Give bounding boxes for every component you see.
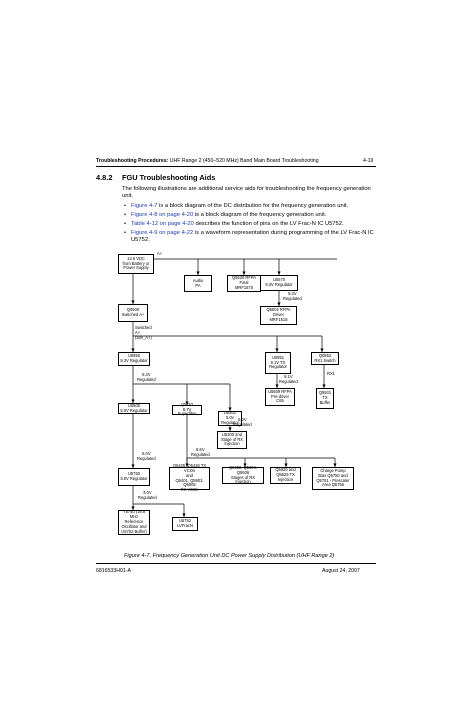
charge-pump-box: Charge Pump Bias Q5750 and Q5751 - Presc… (312, 467, 354, 490)
u0505-regulator-box: U0505 5.0V Regulator (118, 403, 150, 414)
regulated-5-0v-label: 5.0V Regulated (233, 417, 252, 427)
q5502-rfpa-driver-box: Q5502 RFPA Driver MRF1518 (260, 306, 297, 325)
q5501-tx-buffer-box: Q5501 TX Buffer (316, 388, 334, 409)
u5752-lvfracn-box: U5752 LVFracN (172, 517, 198, 531)
regulated-3-0v-label: 3.0V Regulated (138, 490, 157, 500)
regulated-8-6v-label: 8.6V Regulated (191, 447, 210, 457)
figure-caption: Figure 4-7. Frequency Generation Unit DC… (124, 553, 335, 559)
header-title-bold: Troubleshooting Procedures: (96, 158, 169, 164)
figure-link[interactable]: Figure 4-7 (131, 203, 158, 209)
vco-block-box: Q5425, Q5426 TX VCOs and Q5401, Q5903, Q… (169, 463, 210, 492)
u5301-regulator-box: U5301 5.0v Regulator (218, 410, 242, 426)
u5750-regulator-box: U5750 3.0V Regulator (118, 468, 150, 486)
bullet-item: •Figure 4-7 is a block diagram of the DC… (124, 203, 349, 209)
section-number: 4.8.2 (96, 173, 113, 182)
q5620-tx-injection-box: Q5620 and Q5629 TX Injection (270, 467, 301, 484)
section-intro: The following illustrations are addition… (122, 186, 371, 200)
diagram-connectors (131, 258, 337, 517)
u0950-regulator-box: U0950 9.3V Regulator (118, 352, 150, 366)
header-title-rest: UHF Range 2 (450–520 MHz) Band Main Boar… (168, 158, 319, 164)
rx1-label: RX1 (327, 371, 335, 376)
u0951-tx-regulator-box: U0951 9.1V TX Regulator (265, 352, 291, 374)
u5509-predriver-box: U5509 RFPA Pre-driver C65 (265, 388, 295, 406)
regulated-9-3v-label: 9.3V Regulated (283, 291, 302, 301)
q5602-rx-injection-box: Q5602, Q5604, Q5606 Stages of RX Injecti… (222, 465, 264, 484)
switched-a-plus-label: Switched A+ (SW_A+) (135, 325, 152, 340)
page-header: Troubleshooting Procedures: UHF Range 2 … (96, 158, 376, 164)
section-title: FGU Troubleshooting Aids (122, 173, 216, 182)
y5750-oscillator-box: Y5750 (16.8 MHz Reference Oscillator and… (118, 509, 150, 535)
bullet-item: •Figure 4-9 on page 4-22 is a waveform r… (124, 230, 374, 244)
footer-rule (96, 563, 376, 564)
regulated-5-0v-label: 5.0V Regulated (137, 451, 156, 461)
q0952-rx1-switch-box: Q0952 RX1 Switch (311, 352, 339, 365)
footer-doc-number: 6816533H01-A (96, 568, 131, 574)
header-page-number: 4-19 (363, 158, 374, 164)
q5752-superfilter-box: Q5752 8.7V Superfilter (172, 402, 202, 416)
audio-pa-box: Audio PA (184, 275, 212, 292)
bullet-item: •Figure 4-8 on page 4-20 is a block diag… (124, 212, 327, 218)
bullet-item: •Table 4-12 on page 4-20 describes the f… (124, 221, 344, 227)
regulated-9-1v-label: 9.1V Regulated (279, 374, 298, 384)
u5570-regulator-box: U5570 9.3V Regulator (260, 275, 298, 291)
battery-supply-box: 13.6 VDC from Battery or Power Supply (118, 254, 154, 274)
q5520-rfpa-final-box: Q5520 RFPA Final MRF1570 (227, 275, 261, 292)
figure-link[interactable]: Figure 4-8 on page 4-20 (131, 212, 194, 218)
header-rule (96, 166, 376, 167)
regulated-9-3v-label: 9.3V Regulated (137, 372, 156, 382)
table-link[interactable]: Table 4-12 on page 4-20 (131, 221, 194, 227)
figure-link[interactable]: Figure 4-9 on page 4-22 (131, 230, 194, 236)
footer-date: August 24, 2007 (322, 568, 360, 574)
a-plus-label: A+ (157, 251, 163, 256)
u5300-rx-injection-box: U5300 2nd Stage of RX Injection (217, 431, 247, 449)
q0500-switched-box: Q0500 Switched A+ (118, 304, 148, 322)
